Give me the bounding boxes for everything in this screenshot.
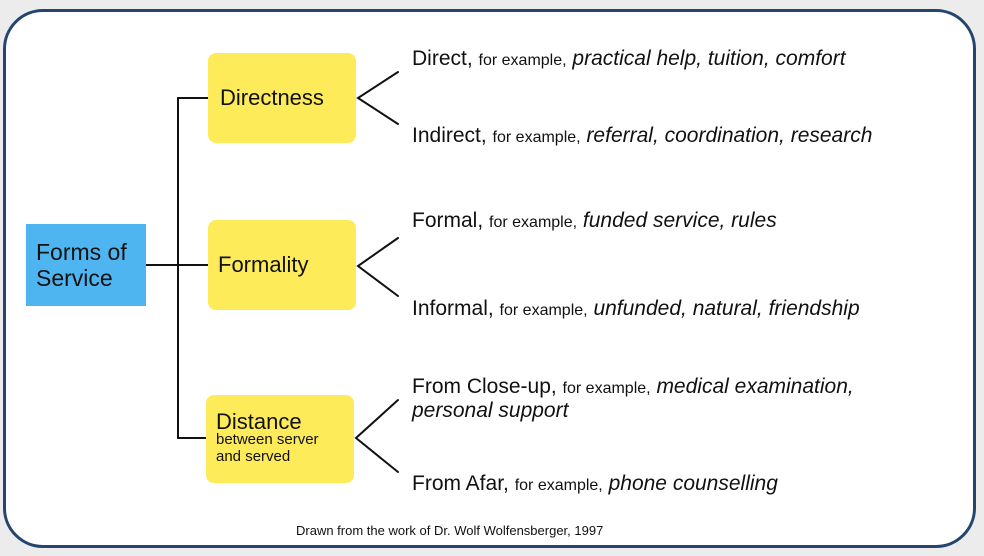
leaf-term: Direct, — [412, 47, 473, 70]
leaf-connector: for example, — [478, 52, 567, 69]
leaf-examples: medical examination, — [656, 375, 854, 398]
branch-node-formality: Formality — [208, 220, 356, 310]
leaf-connector: for example, — [514, 477, 603, 494]
leaf-examples: phone counselling — [608, 472, 778, 495]
fork-distance — [354, 399, 399, 473]
leaf-informal: Informal, for example, unfunded, natural… — [412, 297, 860, 323]
root-label-line1: Forms of — [36, 239, 127, 265]
leaf-term: From Close-up, — [412, 375, 557, 398]
leaf-term: Formal, — [412, 209, 484, 232]
fork-formality — [356, 237, 399, 297]
source-caption: Drawn from the work of Dr. Wolf Wolfensb… — [296, 523, 604, 538]
leaf-close-up: From Close-up, for example, medical exam… — [412, 375, 854, 401]
leaf-term: Informal, — [412, 297, 494, 320]
branch-label: Distance — [216, 409, 302, 434]
root-node-forms-of-service: Forms of Service — [26, 224, 146, 306]
leaf-connector: for example, — [499, 302, 588, 319]
fork-directness — [356, 71, 399, 125]
leaf-afar: From Afar, for example, phone counsellin… — [412, 472, 778, 498]
leaf-connector: for example, — [489, 214, 578, 231]
leaf-indirect: Indirect, for example, referral, coordin… — [412, 124, 872, 150]
leaf-connector: for example, — [492, 129, 581, 146]
branch-node-distance: Distance between server and served — [206, 395, 354, 483]
leaf-examples: unfunded, natural, friendship — [593, 297, 860, 320]
leaf-examples: funded service, rules — [582, 209, 777, 232]
branch-node-directness: Directness — [208, 53, 356, 143]
leaf-formal: Formal, for example, funded service, rul… — [412, 209, 777, 235]
diagram-frame — [3, 9, 976, 548]
leaf-connector: for example, — [562, 380, 651, 397]
leaf-examples: practical help, tuition, comfort — [572, 47, 846, 70]
branch-sublabel-line1: between server — [216, 431, 319, 448]
branch-sublabel-line2: and served — [216, 448, 291, 465]
leaf-examples-continued: personal support — [412, 399, 569, 422]
leaf-examples: referral, coordination, research — [586, 124, 873, 147]
root-label-line2: Service — [36, 265, 113, 291]
branch-label: Formality — [218, 252, 309, 277]
leaf-term: From Afar, — [412, 472, 509, 495]
leaf-term: Indirect, — [412, 124, 487, 147]
leaf-close-up-continued: personal support — [412, 399, 568, 423]
leaf-direct: Direct, for example, practical help, tui… — [412, 47, 846, 73]
branch-label: Directness — [220, 85, 324, 110]
